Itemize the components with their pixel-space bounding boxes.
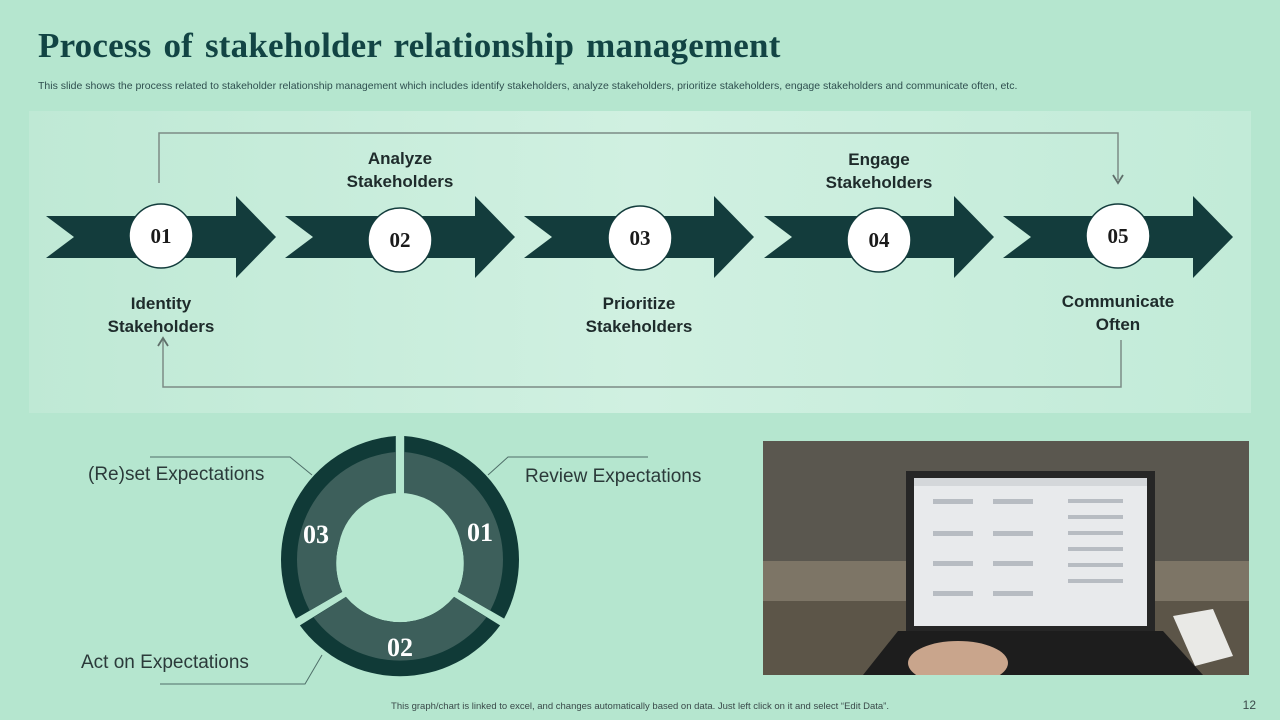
step-number-2: 02 <box>390 228 411 252</box>
loop-connector-top <box>158 132 1119 183</box>
step-label-3-line2: Stakeholders <box>585 317 693 336</box>
step-label-2: Analyze Stakeholders <box>300 147 500 193</box>
loop-arrowhead-top <box>1112 174 1124 185</box>
step-label-4: Engage Stakeholders <box>779 148 979 194</box>
step-label-5-line2: Often <box>1095 315 1141 334</box>
cycle-label-reset: (Re)set Expectations <box>88 464 265 485</box>
cycle-label-review: Review Expectations <box>525 466 702 487</box>
step-label-5-line1: Communicate <box>1061 292 1175 311</box>
footer-note: This graph/chart is linked to excel, and… <box>391 701 889 712</box>
cycle-label-act: Act on Expectations <box>81 652 249 673</box>
step-label-1-line2: Stakeholders <box>107 317 215 336</box>
laptop-photo <box>763 441 1249 675</box>
cycle-number-2: 02 <box>387 633 413 662</box>
loop-arrowhead-bottom <box>157 336 169 347</box>
cycle-number-3: 03 <box>303 520 329 549</box>
step-label-5: Communicate Often <box>1018 290 1218 336</box>
step-label-2-line1: Analyze <box>367 149 433 168</box>
step-label-1-line1: Identity <box>130 294 192 313</box>
cycle-segment-3: 03 <box>280 436 396 619</box>
step-badge-1: 01 <box>128 203 194 269</box>
laptop-photo-art <box>763 441 1249 675</box>
step-number-3: 03 <box>630 226 651 250</box>
cycle-segment-2: 02 <box>299 596 501 677</box>
step-label-3-line1: Prioritize <box>602 294 676 313</box>
step-badge-2: 02 <box>367 207 433 273</box>
step-label-2-line2: Stakeholders <box>346 172 454 191</box>
page-title: Process of stakeholder relationship mana… <box>38 26 781 65</box>
page-number: 12 <box>1242 698 1256 712</box>
step-label-4-line2: Stakeholders <box>825 173 933 192</box>
step-number-1: 01 <box>151 224 172 248</box>
page-subtitle: This slide shows the process related to … <box>38 80 1018 92</box>
step-badge-5: 05 <box>1085 203 1151 269</box>
step-number-4: 04 <box>869 228 891 252</box>
step-label-1: Identity Stakeholders <box>61 292 261 338</box>
callout-line-reset <box>150 456 313 476</box>
callout-line-review <box>487 456 648 476</box>
callout-line-act <box>160 654 323 685</box>
loop-connector-bottom <box>162 340 1122 388</box>
cycle-segment-1: 01 <box>404 436 520 619</box>
cycle-center <box>338 493 462 617</box>
cycle-number-1: 01 <box>467 518 493 547</box>
step-badge-3: 03 <box>607 205 673 271</box>
step-label-3: Prioritize Stakeholders <box>539 292 739 338</box>
step-number-5: 05 <box>1108 224 1129 248</box>
step-label-4-line1: Engage <box>848 150 910 169</box>
step-badge-4: 04 <box>846 207 912 273</box>
